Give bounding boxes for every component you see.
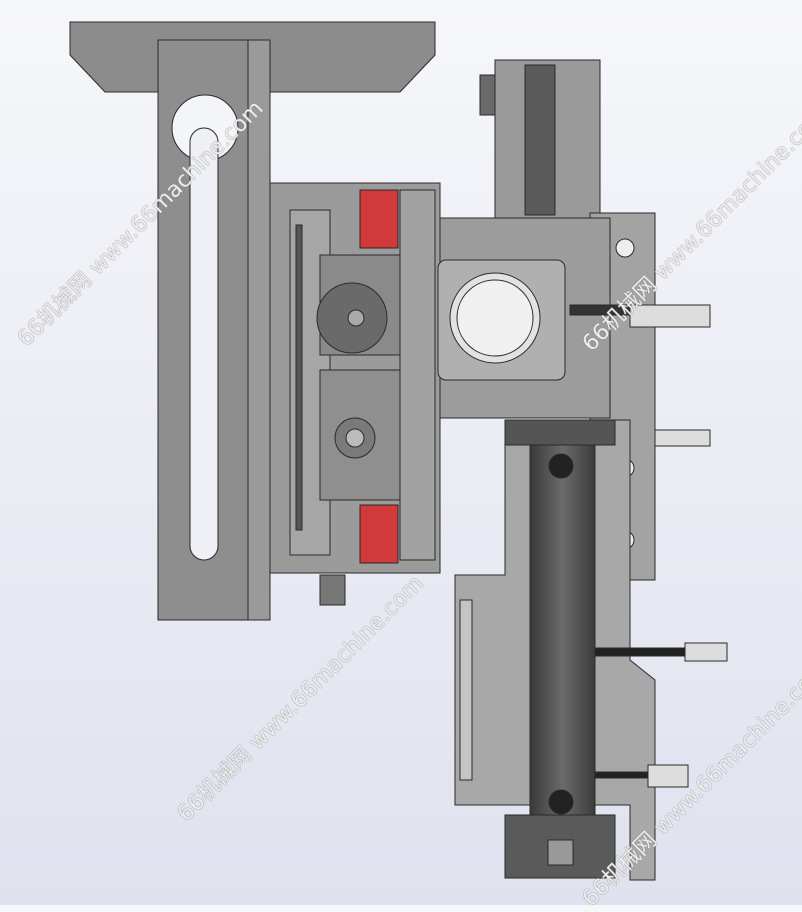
red-slider-block-top — [359, 189, 399, 249]
bracket-slot — [189, 127, 219, 561]
red-slider-block-bottom — [359, 504, 399, 564]
cable-connectors — [319, 304, 728, 788]
pneumatic-cylinder — [529, 439, 596, 821]
